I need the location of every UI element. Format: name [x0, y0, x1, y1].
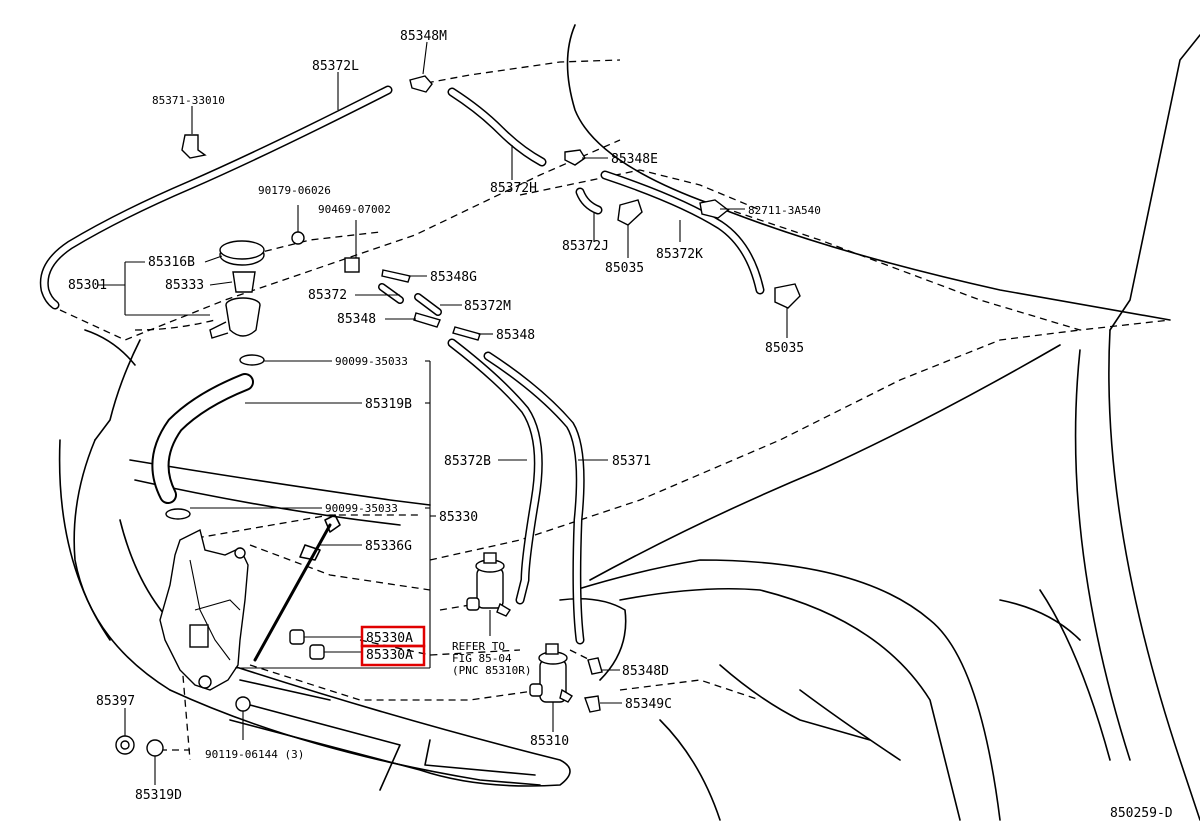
- label-85397[interactable]: 85397: [96, 694, 135, 709]
- refer-note-line3: (PNC 85310R): [452, 664, 531, 677]
- grommet-85397: [115, 735, 135, 755]
- pump-refer: [466, 552, 511, 617]
- label-85035-b[interactable]: 85035: [765, 341, 804, 356]
- label-85333[interactable]: 85333: [165, 278, 204, 293]
- label-85372[interactable]: 85372: [308, 288, 347, 303]
- label-85371-33010[interactable]: 85371-33010: [152, 94, 225, 107]
- label-85035-a[interactable]: 85035: [605, 261, 644, 276]
- joint-85348D: [587, 657, 603, 675]
- hose-85319B: [151, 373, 254, 504]
- level-sensor-85336G: [253, 514, 341, 662]
- clamp-90099-35033-a: [239, 354, 265, 366]
- cap-85316B: [219, 240, 265, 266]
- label-82711-3A540[interactable]: 82711-3A540: [748, 204, 821, 217]
- label-85330A-a[interactable]: 85330A: [366, 631, 413, 646]
- label-85348M[interactable]: 85348M: [400, 29, 447, 44]
- nozzle-85035-a: [617, 199, 643, 258]
- label-85319D[interactable]: 85319D: [135, 788, 182, 803]
- hose-85372B: [447, 338, 543, 605]
- diagram-id: 850259-D: [1110, 806, 1173, 821]
- label-90099-35033-a[interactable]: 90099-35033: [335, 355, 408, 368]
- label-85372J[interactable]: 85372J: [562, 239, 609, 254]
- hose-85372L: [39, 85, 393, 310]
- joint-85348M: [409, 75, 433, 93]
- label-85372L[interactable]: 85372L: [312, 59, 359, 74]
- label-85316B[interactable]: 85316B: [148, 255, 195, 270]
- hose-85372H: [447, 87, 547, 167]
- joint-85348E: [564, 149, 586, 166]
- hose-85372: [378, 283, 404, 304]
- joint-85348G: [381, 269, 411, 283]
- label-85319B[interactable]: 85319B: [365, 397, 412, 412]
- label-85310[interactable]: 85310: [530, 734, 569, 749]
- label-85330[interactable]: 85330: [439, 510, 478, 525]
- label-85349C[interactable]: 85349C: [625, 697, 672, 712]
- nozzle-85035-b: [774, 283, 801, 338]
- label-85372M[interactable]: 85372M: [464, 299, 511, 314]
- highlight-box-85330A-b: [360, 644, 426, 667]
- grommet-85330A-a: [289, 629, 305, 645]
- joint-85348-a: [413, 312, 441, 328]
- washer-tank-85330: [159, 528, 249, 691]
- refer-note-line2: FIG 85-04: [452, 652, 512, 665]
- label-90469-07002[interactable]: 90469-07002: [318, 203, 391, 216]
- grommet-85330A-b: [309, 644, 325, 660]
- leader-lines: [98, 41, 745, 785]
- label-85348-b[interactable]: 85348: [496, 328, 535, 343]
- inlet-85301: [209, 297, 261, 339]
- label-85348G[interactable]: 85348G: [430, 270, 477, 285]
- joint-85348-b: [452, 326, 481, 341]
- label-85372B[interactable]: 85372B: [444, 454, 491, 469]
- label-85301[interactable]: 85301: [68, 278, 107, 293]
- hose-85372K: [600, 170, 765, 295]
- part-labels: 85348M 85372L 85371-33010 90179-06026 90…: [68, 29, 1173, 821]
- label-85336G[interactable]: 85336G: [365, 539, 412, 554]
- vehicle-outline: [58, 24, 1200, 821]
- clip-82711-3A540: [699, 199, 730, 219]
- label-85372K[interactable]: 85372K: [656, 247, 703, 262]
- clip-85371-33010: [181, 134, 207, 159]
- label-85348-a[interactable]: 85348: [337, 312, 376, 327]
- hose-85371: [483, 351, 585, 645]
- elbow-85349C: [584, 695, 601, 713]
- cap-85319D: [146, 739, 164, 757]
- clip-90469-07002: [344, 220, 360, 273]
- clip-90179-06026: [291, 205, 305, 245]
- hose-85372M: [414, 293, 442, 316]
- refer-note-line1: REFER TO: [452, 640, 505, 653]
- pump-85310: [529, 643, 573, 703]
- label-85372H[interactable]: 85372H: [490, 181, 537, 196]
- label-90179-06026[interactable]: 90179-06026: [258, 184, 331, 197]
- label-90099-35033-b[interactable]: 90099-35033: [325, 502, 398, 515]
- label-85371[interactable]: 85371: [612, 454, 651, 469]
- strainer-85333: [232, 271, 256, 293]
- label-90119-06144[interactable]: 90119-06144 (3): [205, 748, 304, 761]
- hose-85372J: [575, 187, 603, 215]
- label-85348D[interactable]: 85348D: [622, 664, 669, 679]
- clamp-90099-35033-b: [165, 508, 191, 520]
- label-85348E[interactable]: 85348E: [611, 152, 658, 167]
- label-85330A-b[interactable]: 85330A: [366, 648, 413, 663]
- bolt-90119-06144: [235, 696, 251, 740]
